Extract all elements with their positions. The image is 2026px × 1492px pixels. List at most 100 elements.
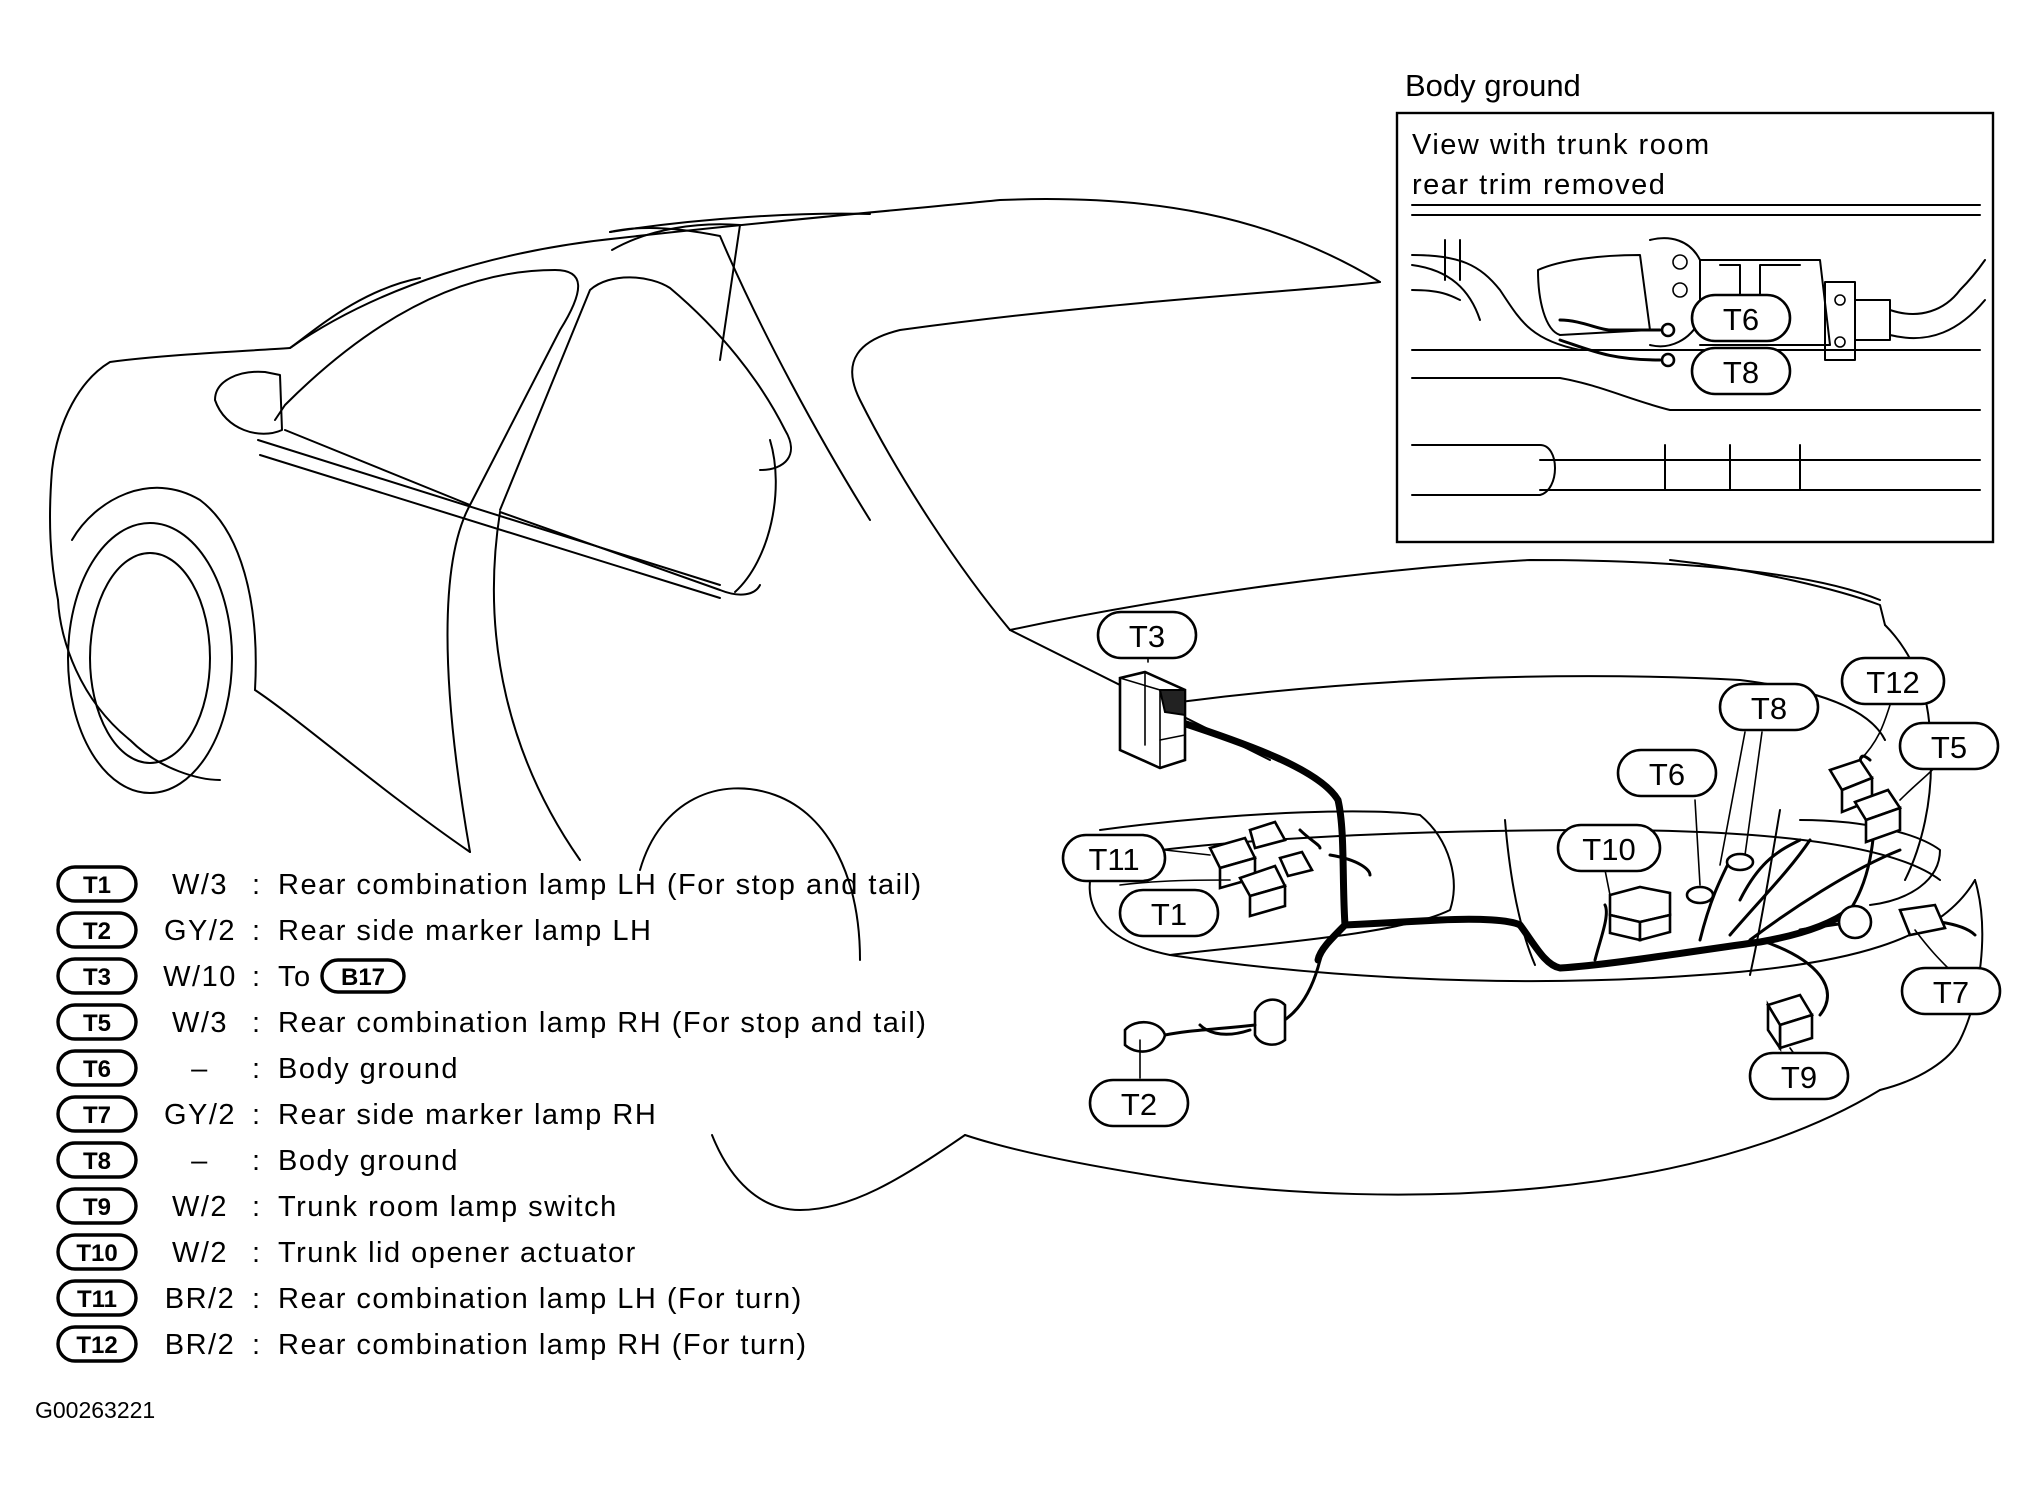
inset-caption-line1: View with trunk room	[1412, 129, 1711, 161]
legend-wire-spec: W/3	[172, 869, 228, 901]
legend-row: T5 W/3: Rear combination lamp RH (For stop…	[56, 1003, 927, 1041]
legend-wire-spec: W/10	[163, 961, 237, 993]
legend-wire-spec: BR/2	[165, 1283, 235, 1315]
svg-text:T2: T2	[1121, 1087, 1157, 1122]
legend-code-badge	[56, 957, 138, 995]
legend-row: T8 –: Body ground	[56, 1141, 459, 1179]
legend-separator: :	[252, 915, 262, 947]
legend-description: Rear combination lamp LH (For turn)	[278, 1283, 803, 1315]
legend-code: T11	[77, 1286, 117, 1313]
callout-t1: T1	[1118, 888, 1220, 938]
legend-wire-spec: –	[191, 1145, 209, 1177]
callout-t7: T7	[1900, 966, 2002, 1016]
legend-separator: :	[252, 1053, 262, 1085]
connectors	[1118, 670, 1947, 1053]
legend-code-badge	[56, 1095, 138, 1133]
legend-code-badge	[56, 1141, 138, 1179]
legend-description: Body ground	[278, 1145, 459, 1177]
legend-separator: :	[252, 961, 262, 993]
legend-code: T9	[83, 1194, 111, 1221]
svg-text:T9: T9	[1781, 1060, 1817, 1095]
svg-text:T8: T8	[1751, 691, 1787, 726]
legend-code-badge	[56, 865, 138, 903]
inset-label-t6: T6	[1723, 302, 1759, 337]
inset-title: Body ground	[1405, 68, 1581, 103]
legend-code-badge	[56, 1049, 138, 1087]
legend-wire-spec: –	[191, 1053, 209, 1085]
inset-drawing	[1411, 204, 1986, 496]
legend-code: T2	[83, 918, 111, 945]
car-body-outline	[49, 198, 1984, 1211]
callout-t11: T11	[1061, 833, 1167, 883]
legend-separator: :	[252, 1191, 262, 1223]
legend-row: T2 GY/2: Rear side marker lamp LH	[56, 911, 652, 949]
legend-separator: :	[252, 1283, 262, 1315]
legend-code: T6	[83, 1056, 111, 1083]
legend-wire-spec: GY/2	[164, 915, 236, 947]
svg-text:T11: T11	[1088, 842, 1139, 877]
inset-panel: Body ground View with trunk room rear tr…	[1395, 68, 1995, 544]
svg-text:T6: T6	[1649, 757, 1685, 792]
legend-wire-spec: W/2	[172, 1237, 228, 1269]
legend-separator: :	[252, 869, 262, 901]
legend-row: T1 W/3: Rear combination lamp LH (For stop…	[56, 865, 923, 903]
callout-t6: T6	[1616, 748, 1718, 798]
svg-text:T7: T7	[1933, 975, 1969, 1010]
legend-description: Trunk room lamp switch	[278, 1191, 618, 1223]
legend-description: Rear side marker lamp RH	[278, 1099, 657, 1131]
legend-row: T3 W/10: To B17	[56, 957, 406, 995]
inset-caption-line2: rear trim removed	[1412, 169, 1666, 201]
legend-separator: :	[252, 1007, 262, 1039]
legend-code-badge	[56, 1233, 138, 1271]
legend-code: T12	[76, 1332, 117, 1359]
legend-wire-spec: BR/2	[165, 1329, 235, 1361]
callout-t3: T3	[1096, 610, 1198, 660]
legend-row: T6 –: Body ground	[56, 1049, 459, 1087]
callout-t8: T8	[1718, 682, 1820, 732]
legend-description: Rear combination lamp RH (For stop and t…	[278, 1007, 927, 1039]
legend-separator: :	[252, 1099, 262, 1131]
legend-ref: B17	[341, 964, 385, 991]
legend-code-badge	[56, 911, 138, 949]
legend-code: T8	[83, 1148, 111, 1175]
legend-separator: :	[252, 1329, 262, 1361]
callout-t9: T9	[1748, 1051, 1850, 1101]
legend-code-badge	[56, 1187, 138, 1225]
legend-description: Body ground	[278, 1053, 459, 1085]
legend-description: Rear combination lamp RH (For turn)	[278, 1329, 808, 1361]
legend-code-badge	[56, 1003, 138, 1041]
legend-ref-badge	[320, 958, 406, 994]
figure-id: G00263221	[35, 1397, 155, 1423]
callout-t10: T10	[1556, 823, 1662, 873]
legend-description: Trunk lid opener actuator	[278, 1237, 637, 1269]
svg-text:T5: T5	[1931, 730, 1967, 765]
callout-t5: T5	[1898, 721, 2000, 771]
legend-description: Rear side marker lamp LH	[278, 915, 652, 947]
legend-separator: :	[252, 1237, 262, 1269]
legend-code: T3	[83, 964, 111, 991]
legend-wire-spec: GY/2	[164, 1099, 236, 1131]
callout-t2: T2	[1088, 1078, 1190, 1128]
legend-code-badge	[56, 1325, 138, 1363]
legend-separator: :	[252, 1145, 262, 1177]
svg-text:T1: T1	[1151, 897, 1187, 932]
legend-description: Rear combination lamp LH (For stop and t…	[278, 869, 923, 901]
svg-text:T3: T3	[1129, 619, 1165, 654]
legend-description: To	[278, 961, 312, 993]
legend-code-badge	[56, 1279, 138, 1317]
legend-code: T10	[76, 1240, 117, 1267]
wiring-harness	[1176, 718, 1977, 1036]
legend-code: T5	[83, 1010, 111, 1037]
svg-text:T10: T10	[1582, 832, 1635, 867]
legend-wire-spec: W/3	[172, 1007, 228, 1039]
inset-label-t8: T8	[1723, 355, 1759, 390]
svg-text:T12: T12	[1866, 665, 1919, 700]
callout-t12: T12	[1840, 656, 1946, 706]
legend-code: T1	[83, 872, 111, 899]
legend-row: T10 W/2: Trunk lid opener actuator	[56, 1233, 637, 1271]
